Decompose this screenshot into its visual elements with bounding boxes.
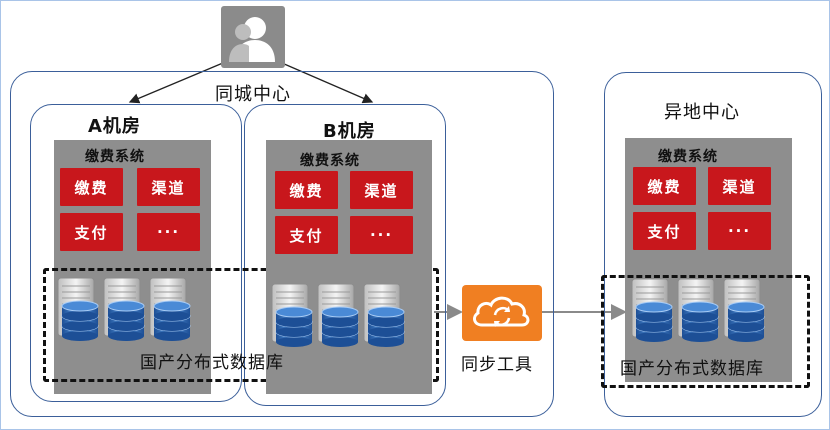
database-cluster-remote: [601, 275, 810, 388]
room-a-label: A机房: [88, 116, 141, 137]
module-channel-a: 渠道: [137, 168, 200, 206]
user-icon: [221, 6, 285, 68]
database-icon: [681, 301, 719, 342]
database-label-ab: 国产分布式数据库: [140, 353, 284, 373]
payment-system-title-remote: 缴费系统: [658, 149, 718, 165]
same-city-center-box: [10, 71, 554, 417]
sync-cloud-icon: [462, 285, 542, 341]
module-more-a: ···: [137, 213, 200, 251]
module-payment-remote: 缴费: [633, 167, 696, 205]
module-more-remote: ···: [708, 212, 771, 250]
room-b-box: [244, 104, 446, 406]
room-b-label: B机房: [323, 121, 376, 142]
sync-tool-label: 同步工具: [461, 355, 533, 375]
database-icon: [107, 300, 145, 341]
database-cluster-a: [43, 268, 439, 382]
database-icon: [61, 300, 99, 341]
remote-center-label: 异地中心: [664, 102, 740, 123]
database-icon: [635, 301, 673, 342]
module-channel-remote: 渠道: [708, 167, 771, 205]
database-icon: [321, 306, 359, 347]
database-icon: [275, 306, 313, 347]
module-pay-a: 支付: [60, 213, 123, 251]
arrow-user-to-room-b: [274, 59, 374, 104]
arrow-user-to-room-a: [128, 59, 231, 104]
database-icon: [153, 300, 191, 341]
module-pay-remote: 支付: [633, 212, 696, 250]
module-channel-b: 渠道: [350, 171, 413, 209]
same-city-center-label: 同城中心: [215, 84, 291, 105]
room-a-box: [30, 104, 242, 402]
database-icon: [367, 306, 405, 347]
database-icon: [727, 301, 765, 342]
payment-system-title-b: 缴费系统: [300, 153, 360, 169]
remote-center-box: [604, 72, 822, 417]
module-payment-b: 缴费: [275, 171, 338, 209]
database-label-remote: 国产分布式数据库: [620, 359, 764, 379]
module-pay-b: 支付: [275, 216, 338, 254]
module-more-b: ···: [350, 216, 413, 254]
payment-system-title-a: 缴费系统: [85, 149, 145, 165]
module-payment-a: 缴费: [60, 168, 123, 206]
